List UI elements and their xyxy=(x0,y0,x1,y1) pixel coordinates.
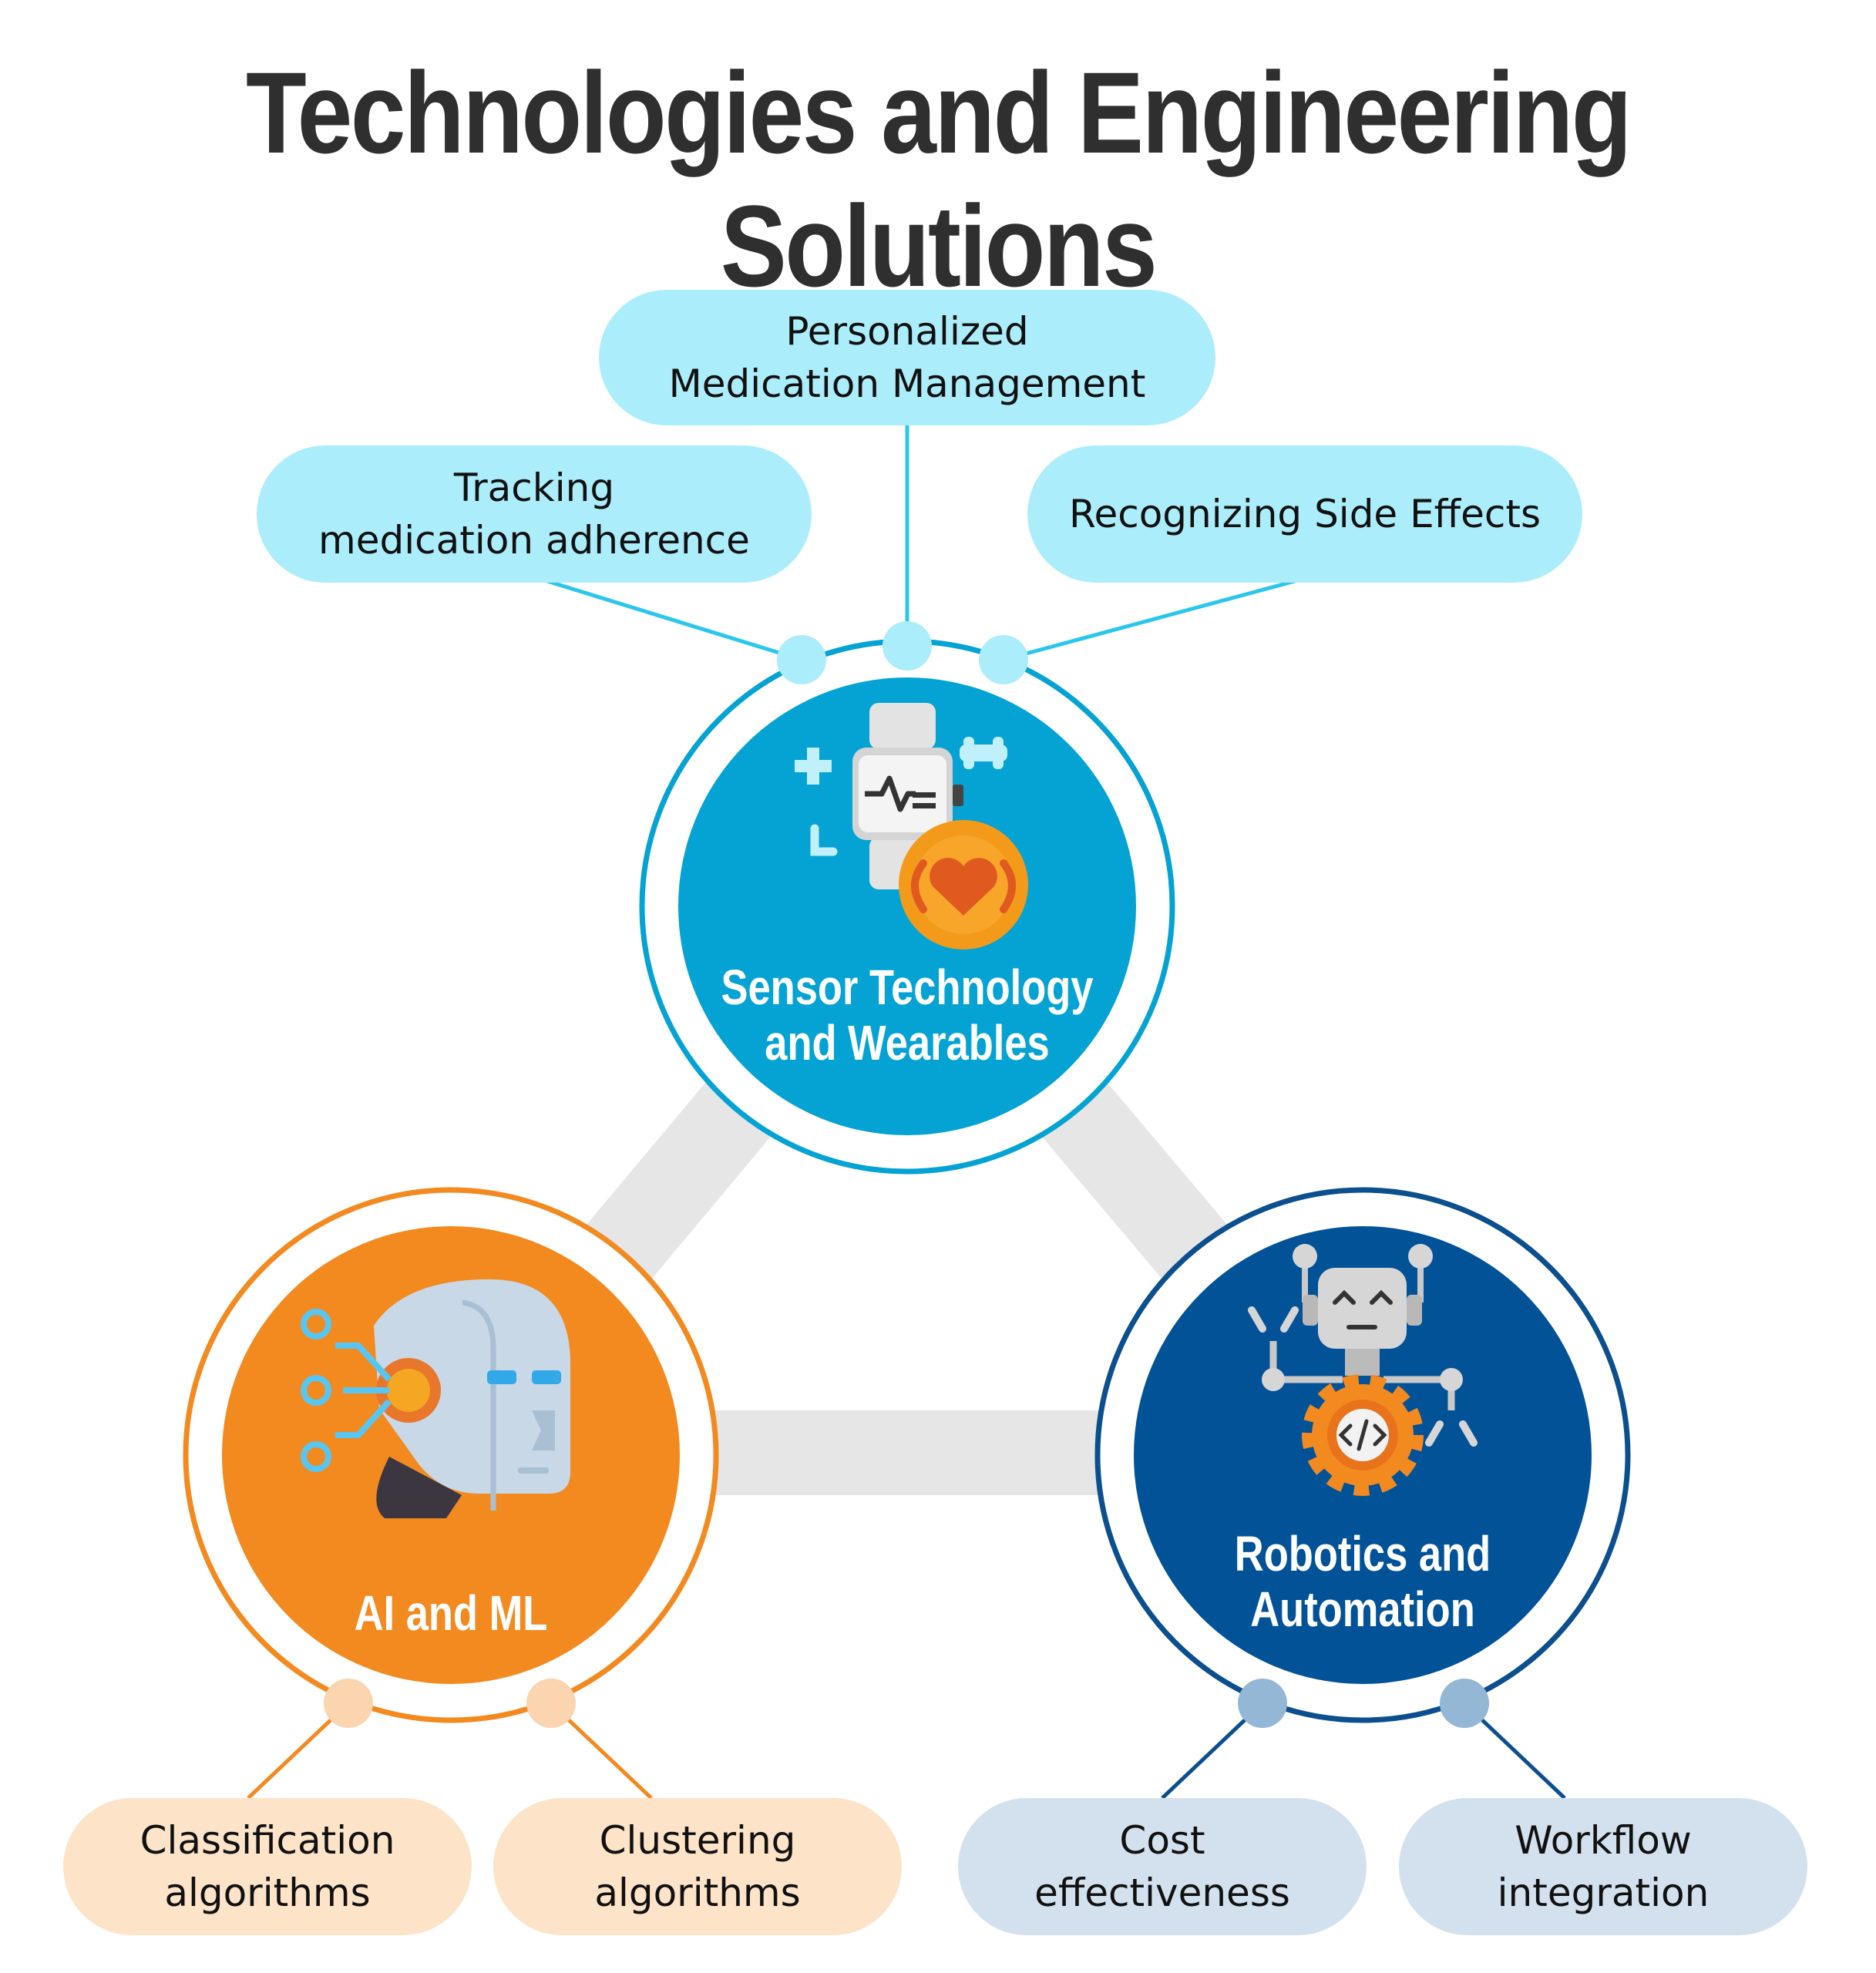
sensor-hub xyxy=(639,638,1175,1175)
tracking-adherence-pill: Tracking medication adherence xyxy=(257,445,812,583)
robotics-hub xyxy=(1094,1187,1631,1723)
callout-line-side-effects xyxy=(1003,579,1296,662)
robotics-dot-1 xyxy=(1238,1679,1287,1728)
robotics-hub-label: Robotics and Automation xyxy=(1234,1526,1491,1637)
side-effects-pill: Recognizing Side Effects xyxy=(1027,445,1582,583)
robotics-dot-2 xyxy=(1440,1679,1489,1728)
callout-line-tracking xyxy=(546,579,802,662)
clustering-pill: Clustering algorithms xyxy=(493,1798,902,1935)
robot-head-icon xyxy=(301,1279,570,1518)
sensor-dot-1 xyxy=(777,635,826,684)
classification-pill: Classification algorithms xyxy=(63,1798,472,1935)
page-title: Technologies and Engineering Solutions xyxy=(245,48,1632,311)
ai-dot-1 xyxy=(324,1679,373,1728)
cost-effectiveness-pill: Cost effectiveness xyxy=(958,1798,1367,1935)
sensor-hub-label: Sensor Technology and Wearables xyxy=(721,960,1094,1071)
sensor-dot-3 xyxy=(979,635,1028,684)
robot-gear-icon xyxy=(1248,1244,1478,1496)
workflow-integration-pill: Workflow integration xyxy=(1399,1798,1807,1935)
personalized-medication-pill: Personalized Medication Management xyxy=(599,290,1215,425)
ai-hub xyxy=(183,1187,719,1723)
smartwatch-heart-icon xyxy=(795,703,1028,950)
sensor-dot-2 xyxy=(883,621,932,671)
ai-dot-2 xyxy=(526,1679,576,1728)
attachment-dots xyxy=(324,621,1489,1728)
sensor-callout-lines xyxy=(546,424,1296,662)
ai-hub-label: AI and ML xyxy=(354,1585,548,1641)
